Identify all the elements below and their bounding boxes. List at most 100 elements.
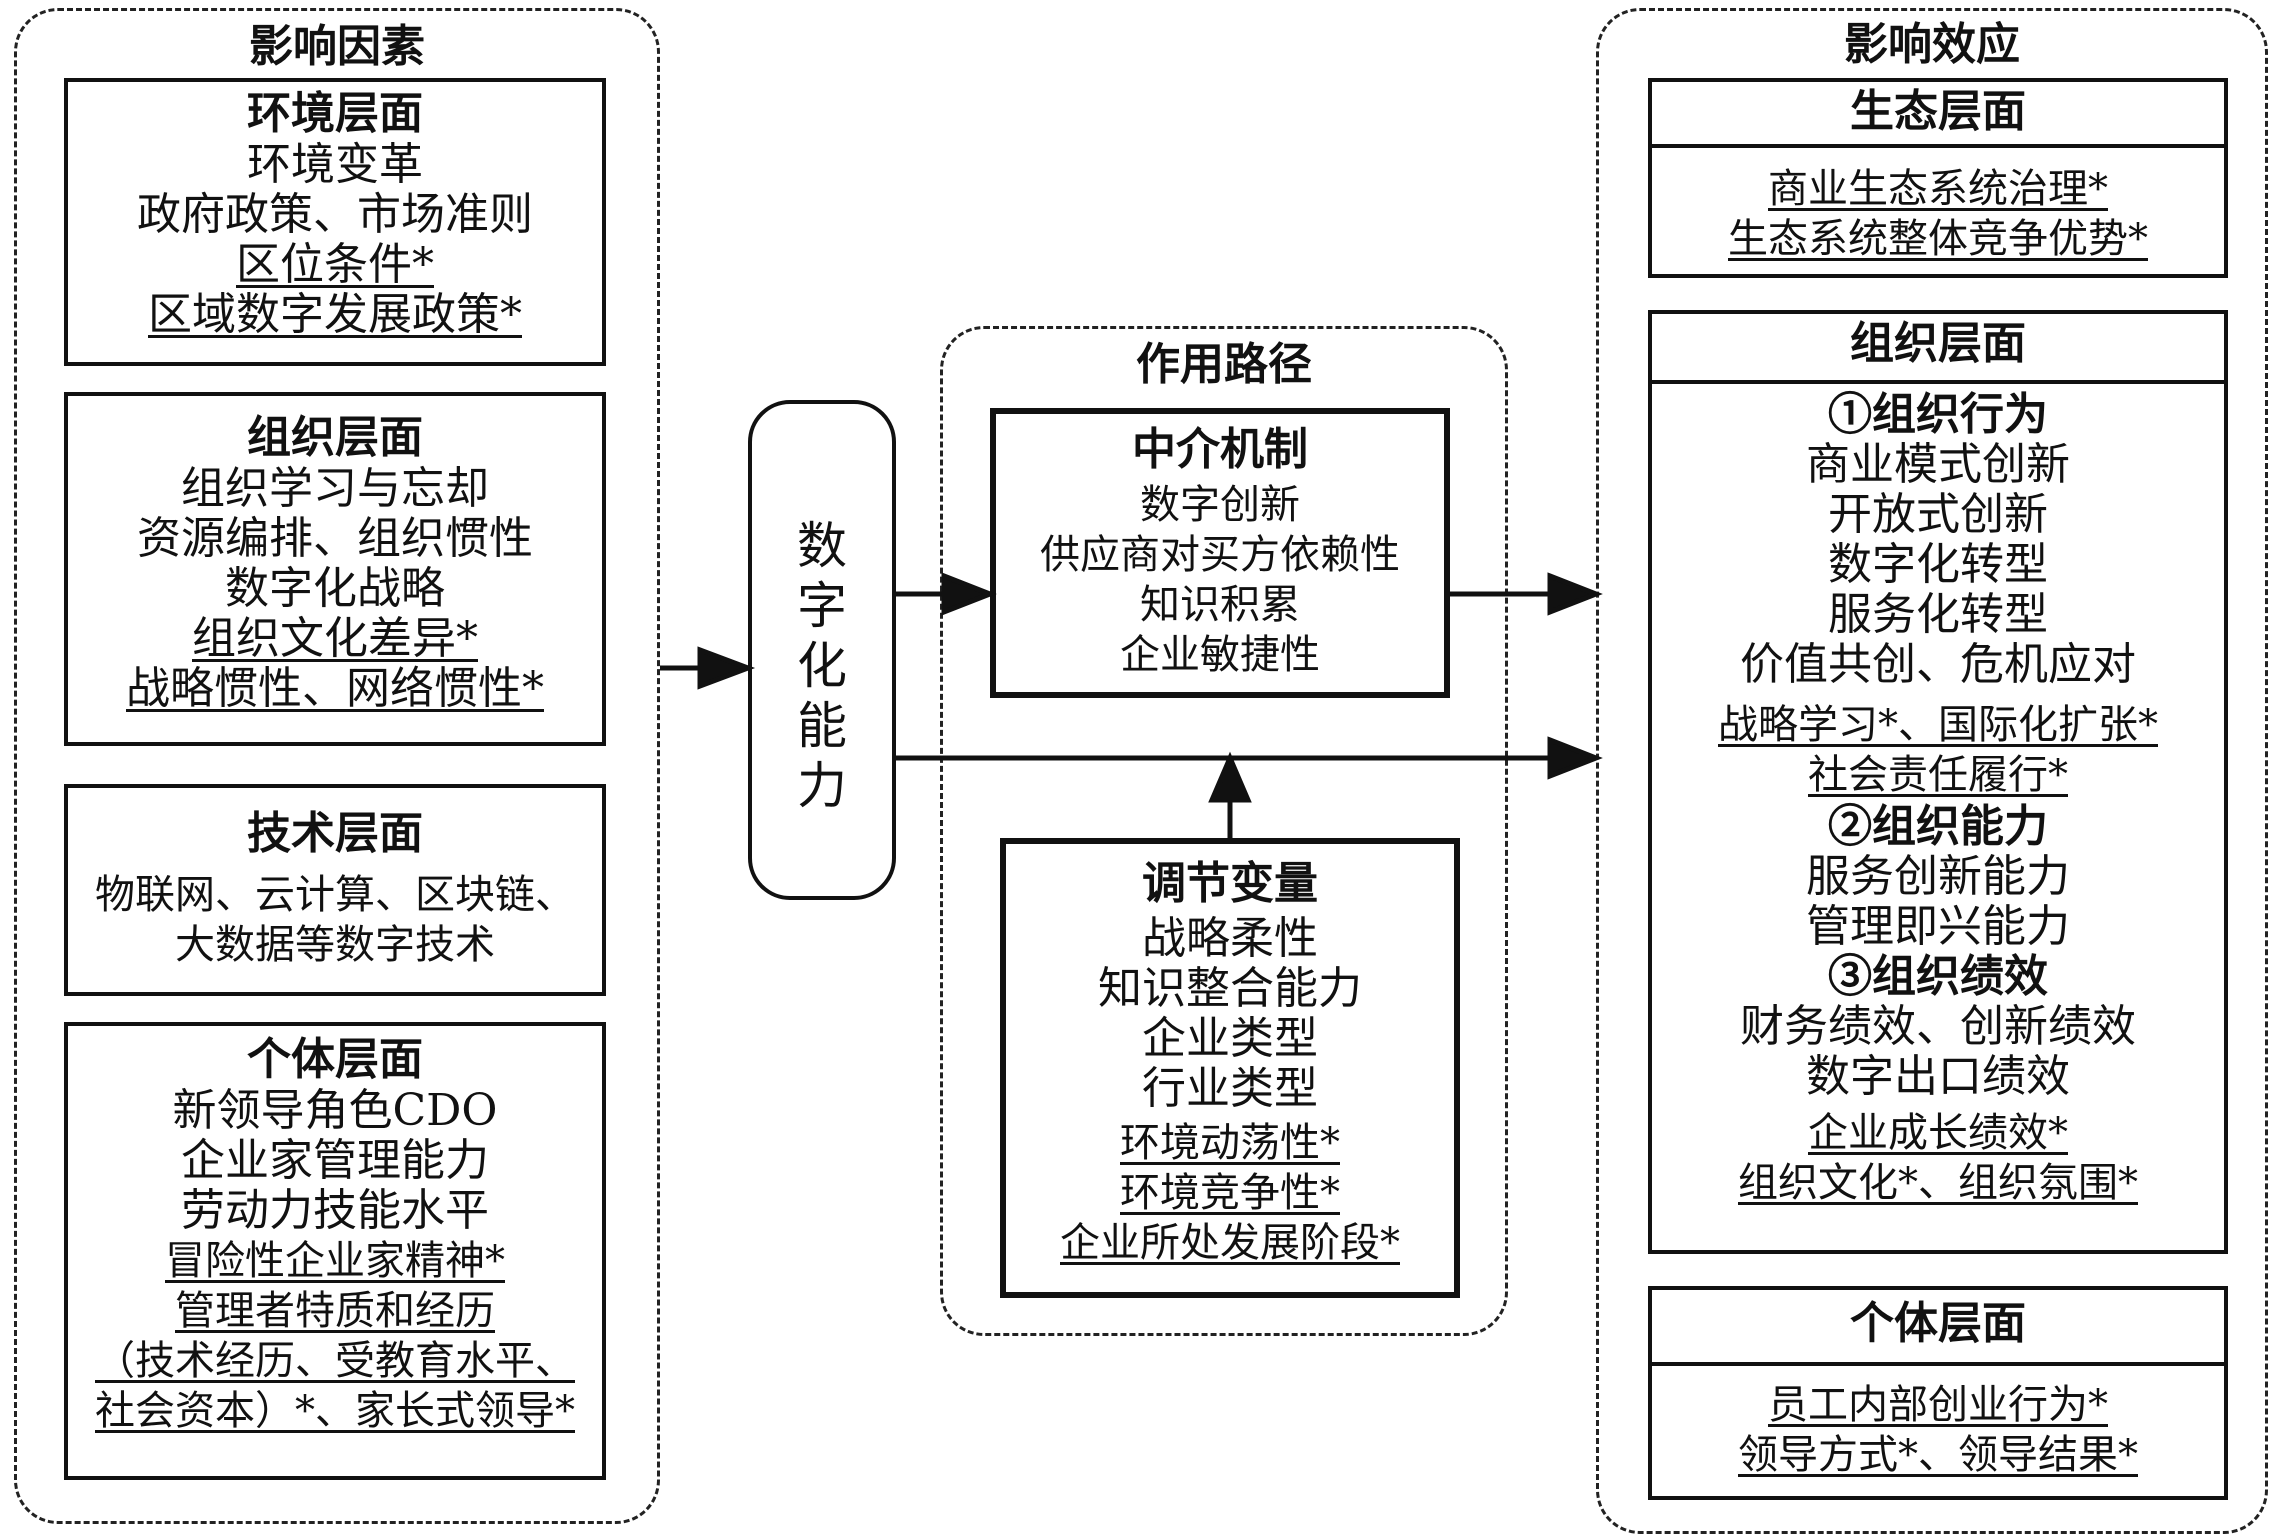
eco-divider <box>1652 144 2224 148</box>
indiv-effect-starred-line: 员工内部创业行为* <box>1768 1382 2108 1428</box>
arrow-head <box>941 572 997 616</box>
moderator-box: 调节变量 战略柔性 知识整合能力 企业类型 行业类型 环境动荡性* 环境竞争性*… <box>1000 838 1460 1298</box>
org-behavior-line: 价值共创、危机应对 <box>1740 639 2136 690</box>
org-effect-title: 组织层面 <box>1850 318 2026 369</box>
org-behavior-starred-line: 社会责任履行* <box>1808 752 2068 798</box>
factors-group: 影响因素 <box>14 8 660 1524</box>
org-factor-lines: 组织学习与忘却 资源编排、组织惯性 数字化战略 组织文化差异* 战略惯性、网络惯… <box>68 464 602 714</box>
indiv-factor-line: 新领导角色CDO <box>172 1085 498 1136</box>
mediator-line: 知识积累 <box>1140 582 1300 628</box>
org-performance-line: 数字出口绩效 <box>1806 1051 2070 1102</box>
env-starred-line: 区位条件* <box>236 239 434 290</box>
indiv-factor-starred-line: 社会资本）*、家长式领导* <box>95 1388 575 1434</box>
org-behavior-starred: 战略学习*、国际化扩张* 社会责任履行* <box>1652 700 2224 800</box>
capability-char: 数 <box>797 517 847 575</box>
moderator-title: 调节变量 <box>1142 858 1318 909</box>
moderator-starred: 环境动荡性* 环境竞争性* 企业所处发展阶段* <box>1006 1118 1454 1268</box>
effects-group: 影响效应 <box>1596 8 2268 1534</box>
moderator-lines: 战略柔性 知识整合能力 企业类型 行业类型 <box>1006 914 1454 1114</box>
mediator-line: 数字创新 <box>1140 482 1300 528</box>
org-factor-box: 组织层面 组织学习与忘却 资源编排、组织惯性 数字化战略 组织文化差异* 战略惯… <box>64 392 606 746</box>
org-factor-starred-line: 组织文化差异* <box>192 613 478 664</box>
indiv-factor-starred-line: 冒险性企业家精神* <box>165 1238 505 1284</box>
org-capability-heading: ②组织能力 <box>1828 801 2048 852</box>
org-factor-line: 数字化战略 <box>225 563 445 614</box>
org-behavior-line: 商业模式创新 <box>1806 439 2070 490</box>
indiv-effect-title: 个体层面 <box>1850 1298 2026 1349</box>
org-behavior-heading: ①组织行为 <box>1828 389 2048 440</box>
mediator-line: 供应商对买方依赖性 <box>1040 532 1400 578</box>
path-group: 作用路径 <box>940 326 1508 1336</box>
org-capability-line: 服务创新能力 <box>1806 851 2070 902</box>
org-performance-heading: ③组织绩效 <box>1828 951 2048 1002</box>
tech-title: 技术层面 <box>247 808 423 859</box>
moderator-line: 战略柔性 <box>1142 913 1318 964</box>
org-factor-title: 组织层面 <box>247 412 423 463</box>
moderator-starred-line: 环境动荡性* <box>1120 1120 1340 1166</box>
digital-capability-box: 数 字 化 能 力 <box>748 400 896 900</box>
capability-char: 字 <box>797 577 847 635</box>
org-performance-line: 财务绩效、创新绩效 <box>1740 1001 2136 1052</box>
moderator-line: 行业类型 <box>1142 1063 1318 1114</box>
indiv-factor-box: 个体层面 新领导角色CDO 企业家管理能力 劳动力技能水平 冒险性企业家精神* … <box>64 1022 606 1480</box>
mediator-box: 中介机制 数字创新 供应商对买方依赖性 知识积累 企业敏捷性 <box>990 408 1450 698</box>
org-performance-starred-line: 企业成长绩效* <box>1808 1110 2068 1156</box>
indiv-factor-title: 个体层面 <box>247 1034 423 1085</box>
moderator-line: 企业类型 <box>1142 1013 1318 1064</box>
indiv-factor-starred: 冒险性企业家精神* 管理者特质和经历 （技术经历、受教育水平、 社会资本）*、家… <box>68 1236 602 1436</box>
tech-box: 技术层面 物联网、云计算、区块链、 大数据等数字技术 <box>64 784 606 996</box>
eco-title: 生态层面 <box>1850 86 2026 137</box>
org-behavior-line: 数字化转型 <box>1828 539 2048 590</box>
env-starred-line: 区域数字发展政策* <box>148 289 522 340</box>
arrow-head <box>1547 572 1603 616</box>
org-behavior-starred-line: 战略学习*、国际化扩张* <box>1718 702 2158 748</box>
indiv-effect-divider <box>1652 1362 2224 1366</box>
org-capability: ②组织能力 服务创新能力 管理即兴能力 ③组织绩效 财务绩效、创新绩效 数字出口… <box>1652 802 2224 1102</box>
org-factor-starred-line: 战略惯性、网络惯性* <box>126 663 544 714</box>
org-factor-line: 资源编排、组织惯性 <box>137 513 533 564</box>
indiv-factor-starred-line: （技术经历、受教育水平、 <box>95 1338 575 1384</box>
moderator-line: 知识整合能力 <box>1098 963 1362 1014</box>
indiv-effect-starred-line: 领导方式*、领导结果* <box>1738 1432 2138 1478</box>
env-box: 环境层面 环境变革 政府政策、市场准则 区位条件* 区域数字发展政策* <box>64 78 606 366</box>
indiv-factor-line: 企业家管理能力 <box>181 1135 489 1186</box>
arrow-head <box>1547 736 1603 780</box>
eco-lines: 商业生态系统治理* 生态系统整体竞争优势* <box>1652 164 2224 264</box>
env-line: 环境变革 <box>247 139 423 190</box>
mediator-lines: 数字创新 供应商对买方依赖性 知识积累 企业敏捷性 <box>996 480 1444 680</box>
moderator-starred-line: 企业所处发展阶段* <box>1060 1220 1400 1266</box>
org-capability-line: 管理即兴能力 <box>1806 901 2070 952</box>
factors-title: 影响因素 <box>249 21 425 72</box>
capability-char: 能 <box>797 697 847 755</box>
capability-char: 力 <box>797 757 847 815</box>
tech-line: 物联网、云计算、区块链、 <box>95 872 575 918</box>
org-effect-divider <box>1652 380 2224 384</box>
indiv-factor-lines: 新领导角色CDO 企业家管理能力 劳动力技能水平 <box>68 1086 602 1236</box>
indiv-factor-starred-line: 管理者特质和经历 <box>175 1288 495 1334</box>
org-factor-line: 组织学习与忘却 <box>181 463 489 514</box>
mediator-line: 企业敏捷性 <box>1120 632 1320 678</box>
capability-char: 化 <box>797 637 847 695</box>
eco-box: 生态层面 商业生态系统治理* 生态系统整体竞争优势* <box>1648 78 2228 278</box>
moderator-starred-line: 环境竞争性* <box>1120 1170 1340 1216</box>
path-title: 作用路径 <box>1136 339 1312 390</box>
tech-line: 大数据等数字技术 <box>175 922 495 968</box>
indiv-factor-line: 劳动力技能水平 <box>181 1185 489 1236</box>
org-performance-starred: 企业成长绩效* 组织文化*、组织氛围* <box>1652 1108 2224 1208</box>
eco-starred-line: 商业生态系统治理* <box>1768 166 2108 212</box>
mediator-title: 中介机制 <box>1132 424 1308 475</box>
indiv-effect-box: 个体层面 员工内部创业行为* 领导方式*、领导结果* <box>1648 1286 2228 1500</box>
arrow-head <box>697 646 756 690</box>
org-behavior: ①组织行为 商业模式创新 开放式创新 数字化转型 服务化转型 价值共创、危机应对 <box>1652 390 2224 690</box>
env-lines: 环境变革 政府政策、市场准则 区位条件* 区域数字发展政策* <box>68 140 602 340</box>
env-title: 环境层面 <box>247 88 423 139</box>
env-line: 政府政策、市场准则 <box>137 189 533 240</box>
org-effect-box: 组织层面 ①组织行为 商业模式创新 开放式创新 数字化转型 服务化转型 价值共创… <box>1648 310 2228 1254</box>
org-behavior-line: 服务化转型 <box>1828 589 2048 640</box>
org-performance-starred-line: 组织文化*、组织氛围* <box>1738 1160 2138 1206</box>
indiv-effect-lines: 员工内部创业行为* 领导方式*、领导结果* <box>1652 1380 2224 1480</box>
eco-starred-line: 生态系统整体竞争优势* <box>1728 216 2148 262</box>
effects-title: 影响效应 <box>1844 19 2020 70</box>
tech-lines: 物联网、云计算、区块链、 大数据等数字技术 <box>68 870 602 970</box>
